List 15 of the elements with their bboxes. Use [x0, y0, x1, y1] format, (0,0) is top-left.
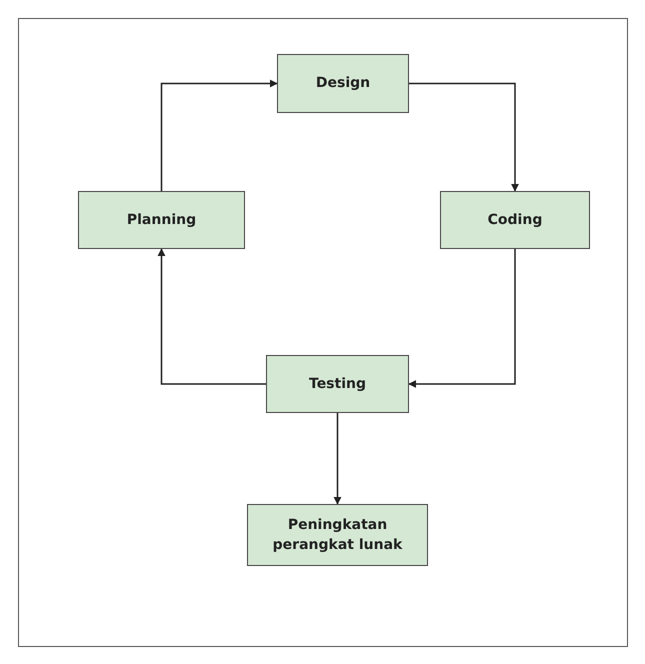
- process-box: [440, 191, 590, 249]
- box-label: Peningkatan perangkat lunak: [272, 516, 404, 555]
- arrow: [408, 249, 516, 388]
- process-box: [78, 191, 245, 249]
- process-box: [277, 54, 409, 113]
- arrow: [158, 248, 266, 385]
- box-label: Testing: [309, 374, 366, 394]
- arrow: [409, 82, 519, 192]
- box-label: Planning: [126, 210, 196, 230]
- arrow: [334, 413, 342, 505]
- box-label: Coding: [488, 210, 542, 230]
- box-label: Design: [316, 74, 370, 94]
- arrow: [160, 80, 278, 191]
- process-box: [266, 355, 409, 413]
- process-box: [247, 504, 428, 566]
